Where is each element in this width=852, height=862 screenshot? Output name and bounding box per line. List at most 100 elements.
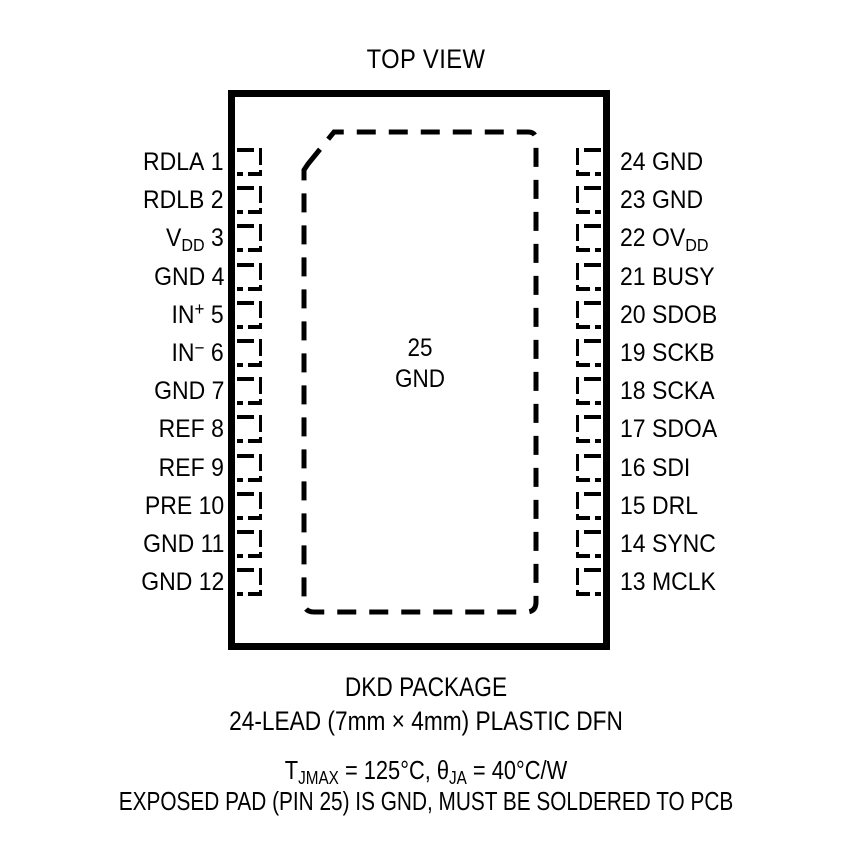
- pin-10-pad: [236, 491, 262, 520]
- pin-number: 11: [200, 530, 224, 558]
- pin-name: SDOA: [651, 415, 718, 444]
- tj-value: = 125°C,: [338, 755, 437, 785]
- pin-23-pad: [576, 186, 602, 215]
- pin-12-label: GND 12: [141, 568, 224, 596]
- pin-name: MCLK: [651, 568, 716, 597]
- pin-number: 14: [620, 530, 646, 558]
- exposed-pad-net: GND: [394, 365, 446, 393]
- pin-13-label: 13 MCLK: [620, 568, 716, 596]
- pin-number: 5: [211, 300, 224, 329]
- pin-number: 19: [620, 339, 646, 367]
- pin-name: OVDD: [651, 224, 709, 255]
- pin-number: 7: [211, 377, 224, 406]
- pin-6-pad: [236, 339, 262, 367]
- pin-label-superscript: −: [194, 336, 205, 358]
- pin-18-label: 18 SCKA: [620, 377, 715, 405]
- pin-number: 21: [620, 262, 646, 291]
- pin-5-pad: [236, 300, 262, 329]
- pin-19-pad: [576, 339, 602, 367]
- pin-21-pad: [576, 262, 602, 291]
- pin-4-pad: [236, 262, 262, 291]
- pin-19-label: 19 SCKB: [620, 339, 715, 367]
- pin-16-pad: [576, 453, 602, 482]
- pin-22-pad: [576, 224, 602, 253]
- pin-name: SYNC: [651, 530, 716, 558]
- pin-3-pad: [236, 224, 262, 253]
- thermal-spec-caption: TJMAX = 125°C, θJA = 40°C/W: [0, 755, 852, 788]
- pin-7-pad: [236, 377, 262, 406]
- pin-15-pad: [576, 491, 602, 520]
- pin-name: GND: [153, 377, 205, 406]
- pin-number: 20: [620, 300, 646, 329]
- pin-name: SCKA: [651, 377, 715, 406]
- pin-14-label: 14 SYNC: [620, 530, 716, 558]
- pin-10-label: PRE 10: [145, 492, 224, 520]
- pin-label-subscript: DD: [685, 234, 709, 255]
- pin-24-label: 24 GND: [620, 148, 703, 176]
- pin-label-superscript: +: [194, 298, 205, 320]
- pin-6-label: IN− 6: [171, 336, 224, 367]
- pin-number: 13: [620, 568, 646, 597]
- pin-number: 1: [211, 148, 224, 176]
- pin-name: GND: [142, 530, 194, 558]
- exposed-pad-number: 25: [407, 334, 433, 362]
- pin-20-pad: [576, 300, 602, 329]
- tj-subscript: JMAX: [298, 767, 339, 788]
- pin-name: PRE: [144, 491, 193, 520]
- pin-number: 18: [620, 377, 646, 406]
- pin-number: 3: [211, 224, 224, 253]
- pin-name: GND: [140, 568, 193, 597]
- package-name-caption: DKD PACKAGE: [0, 672, 852, 703]
- page-title: TOP VIEW: [366, 44, 486, 74]
- pin-7-label: GND 7: [154, 377, 224, 405]
- package-outline: [228, 90, 610, 650]
- exposed-pad-note-caption: EXPOSED PAD (PIN 25) IS GND, MUST BE SOL…: [0, 786, 852, 817]
- pin-3-label: VDD 3: [166, 224, 224, 255]
- pin-name: GND: [153, 262, 205, 291]
- thermal-spec-text: TJMAX = 125°C, θJA = 40°C/W: [68, 755, 784, 788]
- exposed-pad-note-text: EXPOSED PAD (PIN 25) IS GND, MUST BE SOL…: [118, 786, 734, 816]
- pin-name: IN−: [171, 336, 205, 367]
- theta-subscript: JA: [449, 767, 467, 788]
- pin-14-pad: [576, 530, 602, 558]
- pin-12-pad: [236, 568, 262, 597]
- pin-24-pad: [576, 148, 602, 176]
- pin-20-label: 20 SDOB: [620, 301, 717, 329]
- pin-label-subscript: DD: [181, 234, 205, 255]
- pin-21-label: 21 BUSY: [620, 263, 715, 291]
- pin-name: DRL: [651, 491, 698, 520]
- pin-5-label: IN+ 5: [171, 298, 224, 329]
- pin-name: REF: [158, 415, 205, 444]
- tj-symbol: T: [284, 755, 299, 785]
- pin-number: 22: [620, 224, 646, 253]
- pin-11-label: GND 11: [143, 530, 224, 558]
- pin-number: 4: [211, 262, 224, 291]
- pin-name: VDD: [166, 224, 205, 255]
- pin-name: RDLB: [143, 186, 205, 215]
- pin-22-label: 22 OVDD: [620, 224, 709, 255]
- pin-number: 16: [620, 453, 646, 482]
- theta-value: = 40°C/W: [466, 755, 568, 785]
- pin-name: SDOB: [651, 300, 718, 329]
- pin-number: 23: [620, 186, 646, 215]
- pin-number: 10: [198, 491, 224, 520]
- pin-name: RDLA: [143, 148, 205, 176]
- package-name-text: DKD PACKAGE: [344, 672, 508, 702]
- pin-name: SDI: [651, 453, 691, 482]
- pin-18-pad: [576, 377, 602, 406]
- exposed-pad-outline: [300, 124, 540, 620]
- pin-name: GND: [651, 186, 704, 215]
- pin-number: 12: [198, 568, 224, 597]
- pin-8-label: REF 8: [159, 415, 224, 443]
- pin-number: 24: [620, 148, 646, 176]
- exposed-pad-label: 25 GND: [312, 333, 528, 395]
- pin-16-label: 16 SDI: [620, 454, 690, 482]
- pin-number: 15: [620, 491, 646, 520]
- theta-symbol: θ: [436, 755, 450, 785]
- pin-name: IN+: [171, 298, 205, 329]
- pin-2-label: RDLB 2: [143, 186, 224, 214]
- pin-4-label: GND 4: [154, 263, 224, 291]
- pin-23-label: 23 GND: [620, 186, 703, 214]
- pin-17-pad: [576, 415, 602, 444]
